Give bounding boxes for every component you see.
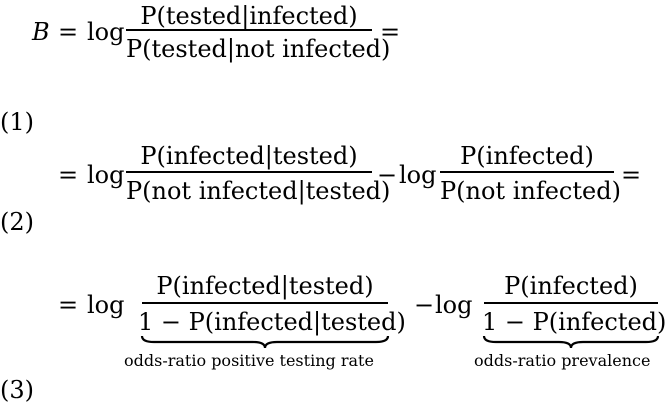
minus-sign: − bbox=[377, 161, 398, 189]
fraction-bar bbox=[126, 29, 372, 31]
equals-sign: = bbox=[58, 18, 79, 46]
equation-number: (3) bbox=[0, 376, 34, 404]
fraction-denominator: 1 − P(infected|tested) bbox=[138, 308, 406, 336]
equals-sign: = bbox=[621, 161, 642, 189]
fraction-bar bbox=[126, 171, 372, 173]
equals-sign: = bbox=[58, 291, 79, 319]
equals-sign: = bbox=[380, 18, 401, 46]
log-operator: log bbox=[435, 291, 473, 319]
equals-sign: = bbox=[58, 161, 79, 189]
underbrace-label: odds-ratio prevalence bbox=[474, 351, 651, 370]
log-operator: log bbox=[87, 161, 125, 189]
fraction-denominator: P(not infected) bbox=[440, 177, 621, 205]
log-operator: log bbox=[87, 18, 125, 46]
fraction-bar bbox=[440, 171, 614, 173]
fraction-denominator: P(not infected|tested) bbox=[126, 177, 391, 205]
underbrace-icon bbox=[140, 335, 390, 349]
fraction-numerator: P(tested|infected) bbox=[140, 2, 358, 30]
fraction-numerator: P(infected) bbox=[460, 142, 594, 170]
fraction-bar bbox=[142, 302, 388, 304]
equation-number: (1) bbox=[0, 108, 34, 136]
underbrace-label: odds-ratio positive testing rate bbox=[124, 351, 374, 370]
log-operator: log bbox=[87, 291, 125, 319]
fraction-denominator: P(tested|not infected) bbox=[126, 35, 391, 63]
fraction-numerator: P(infected|tested) bbox=[140, 142, 358, 170]
underbrace-icon bbox=[482, 335, 660, 349]
fraction-numerator: P(infected|tested) bbox=[156, 272, 374, 300]
fraction-bar bbox=[484, 302, 658, 304]
equation-number: (2) bbox=[0, 208, 34, 236]
variable-b: B bbox=[32, 18, 50, 46]
fraction-denominator: 1 − P(infected) bbox=[482, 308, 667, 336]
log-operator: log bbox=[399, 161, 437, 189]
minus-sign: − bbox=[414, 291, 435, 319]
fraction-numerator: P(infected) bbox=[504, 272, 638, 300]
